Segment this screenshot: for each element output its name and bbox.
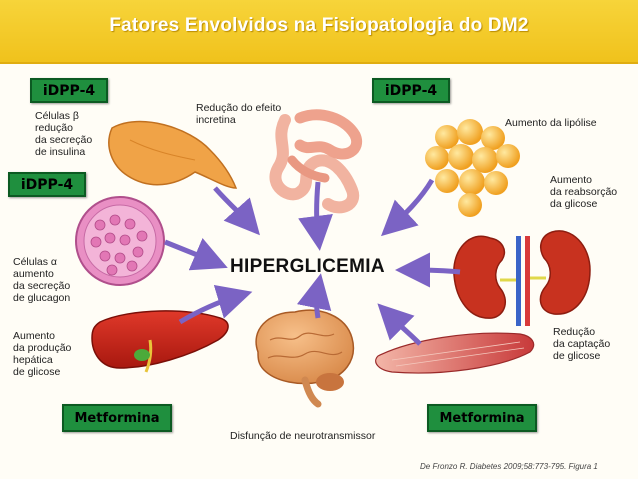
label-glucose-uptake: Redução da captação de glicose	[553, 326, 611, 362]
idpp4-badge-top-right: iDPP-4	[372, 78, 450, 103]
arrow-islet	[164, 238, 228, 271]
arrow-brain	[296, 273, 332, 319]
pancreatic-islet-illustration	[75, 196, 165, 286]
idpp4-badge-top-left: iDPP-4	[30, 78, 108, 103]
arrow-pancreas	[213, 186, 260, 236]
hyperglycemia-label: HIPERGLICEMIA	[230, 256, 385, 277]
arrow-adipose	[380, 178, 435, 237]
liver-illustration	[91, 310, 229, 373]
label-neurotransmitter: Disfunção de neurotransmissor	[230, 430, 376, 442]
intestine-illustration	[269, 109, 363, 214]
muscle-illustration	[375, 332, 535, 374]
metformina-badge-left: Metformina	[62, 404, 172, 432]
arrow-kidney	[395, 252, 461, 288]
adipose-tissue-illustration	[425, 119, 520, 217]
idpp4-badge-mid-left: iDPP-4	[8, 172, 86, 197]
label-lipolysis: Aumento da lipólise	[505, 117, 597, 129]
brain-illustration	[255, 309, 355, 408]
label-beta-cells: Células β redução da secreção de insulin…	[35, 110, 93, 158]
arrow-muscle	[377, 303, 422, 346]
title-banner: Fatores Envolvidos na Fisiopatologia do …	[0, 0, 638, 64]
label-hepatic-production: Aumento da produção hepática de glicose	[13, 330, 72, 378]
label-incretin: Redução do efeito incretina	[196, 102, 282, 126]
pancreas-illustration	[108, 120, 238, 189]
label-alpha-cells: Células α aumento da secreção de glucago…	[13, 256, 71, 304]
kidney-illustration	[453, 230, 591, 326]
citation: De Fronzo R. Diabetes 2009;58:773-795. F…	[420, 462, 598, 471]
arrows-to-hyperglycemia	[164, 178, 461, 346]
arrow-intestine	[298, 181, 333, 251]
arrow-liver	[178, 284, 253, 325]
diagram-title: Fatores Envolvidos na Fisiopatologia do …	[109, 15, 529, 36]
label-glucose-reabsorption: Aumento da reabsorção da glicose	[550, 174, 618, 210]
metformina-badge-right: Metformina	[427, 404, 537, 432]
